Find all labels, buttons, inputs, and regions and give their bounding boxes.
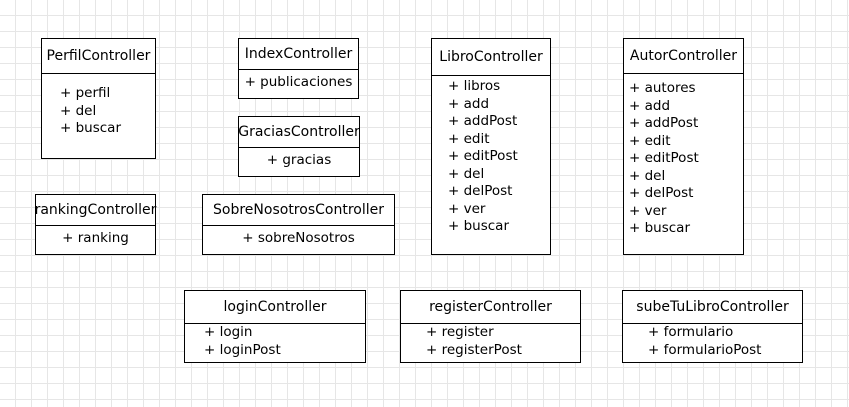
class-methods: + formulario + formularioPost — [623, 324, 802, 359]
method-item: + add — [448, 95, 490, 112]
method-item: + addPost — [448, 113, 518, 129]
class-name: registerController — [401, 291, 580, 324]
class-name: LibroController — [432, 39, 550, 76]
class-name: AutorController — [624, 39, 743, 74]
method-item: + delPost — [629, 185, 694, 201]
method-item: + sobreNosotros — [242, 230, 355, 246]
class-box-sube-tu-libro-controller[interactable]: subeTuLibroController + formulario + for… — [622, 290, 803, 363]
class-box-ranking-controller[interactable]: rankingController + ranking — [35, 194, 156, 255]
class-methods: + sobreNosotros — [203, 226, 394, 248]
method-item: + buscar — [629, 220, 691, 236]
method-item: + add — [629, 97, 671, 114]
class-name: rankingController — [35, 195, 156, 226]
class-box-register-controller[interactable]: registerController + register + register… — [400, 290, 581, 363]
method-item: + register — [426, 324, 494, 340]
class-name: subeTuLibroController — [623, 291, 802, 324]
class-name: GraciasController — [238, 117, 360, 148]
method-item: + ranking — [62, 230, 129, 246]
class-methods: + login + loginPost — [185, 324, 365, 359]
method-item: + edit — [448, 130, 490, 147]
method-item: + editPost — [448, 148, 518, 164]
class-methods: + gracias — [239, 148, 359, 170]
class-name: IndexController — [239, 39, 358, 70]
class-methods: + perfil + del + buscar — [42, 74, 155, 138]
class-methods: + register + registerPost — [401, 324, 580, 359]
method-item: + formularioPost — [648, 341, 762, 358]
class-box-index-controller[interactable]: IndexController + publicaciones — [238, 38, 359, 99]
method-item: + del — [629, 167, 666, 184]
class-box-libro-controller[interactable]: LibroController + libros + add + addPost… — [431, 38, 551, 255]
method-item: + autores — [629, 80, 696, 96]
method-item: + ver — [448, 200, 486, 217]
method-item: + delPost — [448, 183, 513, 199]
method-item: + perfil — [60, 85, 111, 101]
method-item: + del — [448, 165, 485, 182]
class-name: SobreNosotrosController — [203, 195, 394, 226]
method-item: + del — [60, 102, 97, 119]
method-item: + login — [204, 324, 253, 340]
class-methods: + publicaciones — [239, 70, 358, 92]
class-box-sobre-nosotros-controller[interactable]: SobreNosotrosController + sobreNosotros — [202, 194, 395, 255]
class-methods: + ranking — [36, 226, 155, 248]
method-item: + editPost — [629, 150, 699, 166]
method-item: + buscar — [448, 218, 510, 234]
class-methods: + libros + add + addPost + edit + editPo… — [432, 76, 550, 236]
method-item: + publicaciones — [244, 74, 353, 90]
method-item: + gracias — [266, 152, 332, 168]
method-item: + formulario — [648, 324, 734, 340]
method-item: + buscar — [60, 120, 122, 136]
method-item: + loginPost — [204, 341, 281, 358]
class-box-login-controller[interactable]: loginController + login + loginPost — [184, 290, 366, 363]
class-box-autor-controller[interactable]: AutorController + autores + add + addPos… — [623, 38, 744, 255]
class-box-perfil-controller[interactable]: PerfilController + perfil + del + buscar — [41, 38, 156, 159]
class-name: PerfilController — [42, 39, 155, 74]
class-name: loginController — [185, 291, 365, 324]
class-box-gracias-controller[interactable]: GraciasController + gracias — [238, 116, 360, 177]
class-methods: + autores + add + addPost + edit + editP… — [624, 74, 743, 238]
method-item: + addPost — [629, 115, 699, 131]
method-item: + ver — [629, 202, 667, 219]
method-item: + edit — [629, 132, 671, 149]
method-item: + libros — [448, 78, 501, 94]
method-item: + registerPost — [426, 341, 522, 358]
